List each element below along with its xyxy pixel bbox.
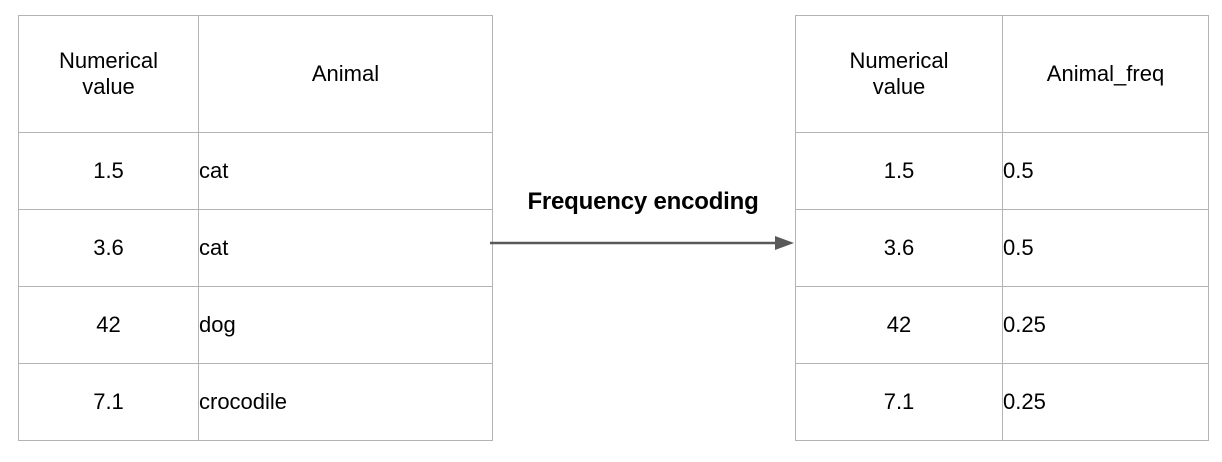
cell-animal: dog — [198, 286, 493, 364]
column-header-animal: Animal — [198, 15, 493, 133]
cell-animal: cat — [198, 209, 493, 287]
arrow-right-icon — [490, 236, 794, 250]
cell-animal-freq: 0.5 — [1002, 209, 1209, 287]
cell-numerical-value: 3.6 — [795, 209, 1003, 287]
column-header-animal-freq: Animal_freq — [1002, 15, 1209, 133]
cell-numerical-value: 7.1 — [795, 363, 1003, 441]
column-header-line-1: Numerical — [58, 48, 159, 74]
cell-numerical-value: 7.1 — [18, 363, 199, 441]
table-row: 42 0.25 — [795, 286, 1209, 364]
cell-animal: cat — [198, 132, 493, 210]
cell-numerical-value: 3.6 — [18, 209, 199, 287]
column-header-line-2: value — [872, 74, 926, 99]
table-row: 3.6 0.5 — [795, 209, 1209, 287]
table-row: 7.1 0.25 — [795, 363, 1209, 441]
transform-annotation: Frequency encoding — [489, 188, 797, 258]
table-row: 1.5 cat — [18, 132, 493, 210]
cell-animal-freq: 0.25 — [1002, 363, 1209, 441]
encoded-table: Numerical value Animal_freq 1.5 0.5 3.6 … — [795, 15, 1209, 441]
source-table: Numerical value Animal 1.5 cat 3.6 cat 4… — [18, 15, 493, 441]
cell-numerical-value: 42 — [18, 286, 199, 364]
table-row: 1.5 0.5 — [795, 132, 1209, 210]
column-header-line-1: Numerical — [849, 48, 949, 74]
column-header-line-1: Animal_freq — [1046, 61, 1165, 87]
cell-animal: crocodile — [198, 363, 493, 441]
transform-label: Frequency encoding — [527, 188, 759, 215]
cell-numerical-value: 1.5 — [795, 132, 1003, 210]
table-header-row: Numerical value Animal — [18, 15, 493, 133]
column-header-numerical-value: Numerical value — [18, 15, 199, 133]
cell-numerical-value: 42 — [795, 286, 1003, 364]
column-header-line-2: value — [82, 74, 135, 99]
column-header-numerical-value: Numerical value — [795, 15, 1003, 133]
cell-numerical-value: 1.5 — [18, 132, 199, 210]
table-header-row: Numerical value Animal_freq — [795, 15, 1209, 133]
cell-animal-freq: 0.5 — [1002, 132, 1209, 210]
table-row: 3.6 cat — [18, 209, 493, 287]
table-row: 7.1 crocodile — [18, 363, 493, 441]
column-header-line-1: Animal — [311, 61, 380, 87]
table-row: 42 dog — [18, 286, 493, 364]
cell-animal-freq: 0.25 — [1002, 286, 1209, 364]
